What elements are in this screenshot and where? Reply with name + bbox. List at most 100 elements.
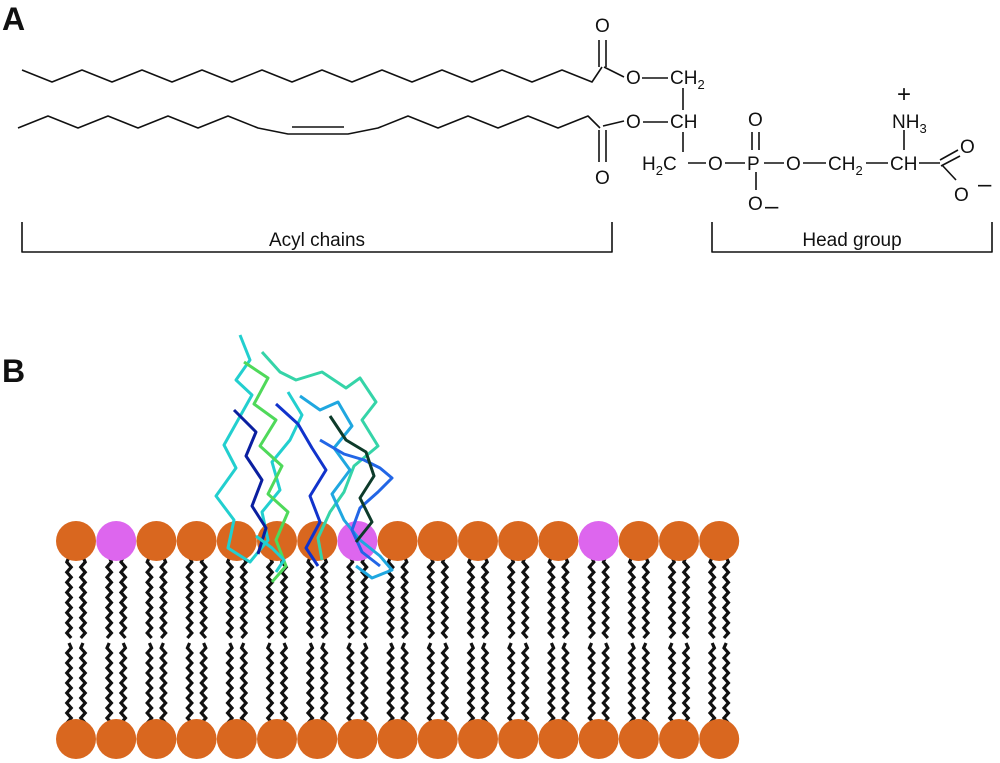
lipid-head <box>659 719 699 759</box>
phosphate-negative-charge: – <box>765 193 779 220</box>
lipid-tail <box>199 642 208 725</box>
serine-ch2: CH2 <box>828 154 863 178</box>
lipid-tail <box>185 556 194 640</box>
lipid-tail <box>159 642 168 725</box>
glycerol-ch2-bottom: H2C <box>642 154 677 178</box>
head-group-label: Head group <box>802 230 901 251</box>
protein-strand <box>232 408 268 555</box>
lipid-tail <box>118 556 128 640</box>
phosphate-oxygen-double: O <box>748 110 763 131</box>
lipid-tail <box>360 642 369 725</box>
lipid-head <box>618 521 659 561</box>
lipid-head <box>699 521 740 561</box>
lipid-head <box>377 719 418 759</box>
phosphatidylserine-head <box>578 521 619 561</box>
lipid-tail <box>239 642 249 725</box>
lipid-tail <box>561 556 570 640</box>
lipid-tail <box>587 556 596 640</box>
lipid-tail <box>279 642 289 725</box>
lipid-tail <box>707 556 717 640</box>
carboxyl-negative-charge: – <box>978 171 992 198</box>
lipid-tail <box>145 642 154 725</box>
lipid-tail <box>118 642 128 725</box>
lipid-head <box>538 521 579 561</box>
phosphatidylserine-head <box>96 521 137 561</box>
lipid-head <box>538 719 579 759</box>
lipid-tail <box>681 556 691 640</box>
lipid-tail <box>520 556 530 640</box>
lipid-head <box>578 719 619 759</box>
protein-strand <box>260 350 380 561</box>
ester-oxygen-bottom: O <box>626 112 641 133</box>
protein-backbone-trace <box>214 334 394 583</box>
lipid-tail <box>265 642 275 725</box>
lipid-tail <box>641 642 651 725</box>
lipid-tail <box>305 556 315 640</box>
protein-strand <box>274 402 328 567</box>
lipid-tail <box>466 642 476 725</box>
lipid-head <box>337 719 378 759</box>
lipid-tail <box>627 556 637 640</box>
lipid-tail <box>225 556 235 640</box>
unsaturated-acyl-chain <box>17 115 601 135</box>
lipid-head <box>216 719 257 759</box>
lipid-tail <box>64 642 74 725</box>
glycerol-ch2-top: CH2 <box>670 68 705 92</box>
lipid-tail <box>480 556 490 640</box>
lipid-tail <box>426 642 436 725</box>
lipid-tail <box>721 556 731 640</box>
lipid-head <box>216 521 257 561</box>
lipid-tail <box>305 642 315 725</box>
lipid-head <box>618 719 659 759</box>
lipid-tail <box>707 642 717 725</box>
lipid-tail <box>199 556 208 640</box>
lipid-tail <box>104 642 114 725</box>
amino-group: NH3 <box>892 112 927 136</box>
lipid-tail <box>440 642 450 725</box>
phosphate-oxygen-anion: O <box>748 194 763 215</box>
protein-strand <box>299 394 394 580</box>
lipid-tail <box>547 556 556 640</box>
phosphorus: P <box>747 154 760 175</box>
lipid-tail <box>185 642 194 725</box>
phosphatidylserine-structure: O O CH2 O CH O H2C O P O O – O CH2 CH <box>17 16 992 220</box>
lipid-tail <box>360 556 369 640</box>
protein-strand <box>328 415 376 543</box>
lipid-tail <box>426 556 436 640</box>
panel-label-b: B <box>2 353 25 389</box>
glycerol-ch: CH <box>670 112 697 133</box>
carboxyl-oxygen-double: O <box>960 137 975 158</box>
serine-oxygen: O <box>786 154 801 175</box>
lipid-head <box>136 521 177 561</box>
lipid-tail <box>547 642 556 725</box>
lipid-tail <box>641 556 651 640</box>
lipid-tail <box>104 556 114 640</box>
lipid-tail <box>520 642 530 725</box>
lipid-tail <box>480 642 490 725</box>
lipid-tail <box>319 556 329 640</box>
lipid-head <box>96 719 137 759</box>
lipid-head <box>458 521 498 561</box>
lipid-head <box>458 719 498 759</box>
protein-strand <box>255 534 286 573</box>
lipid-tail <box>400 556 409 640</box>
lipid-tail <box>159 556 168 640</box>
lipid-tail <box>440 556 450 640</box>
acyl-chains-label: Acyl chains <box>269 230 365 251</box>
lipid-tail <box>239 556 249 640</box>
lipid-head <box>136 719 177 759</box>
lipid-tail <box>601 642 610 725</box>
lipid-tail <box>587 642 596 725</box>
lipid-head <box>257 719 297 759</box>
lipid-tails <box>64 556 731 725</box>
lipid-tail <box>386 642 395 725</box>
bracket-head-group: Head group <box>711 222 993 253</box>
lipid-head <box>498 719 539 759</box>
lipid-head <box>699 719 740 759</box>
lipid-tail <box>346 642 355 725</box>
lipid-tail <box>78 556 88 640</box>
lipid-tail <box>506 556 516 640</box>
lipid-head <box>498 521 539 561</box>
lipid-head <box>56 719 96 759</box>
lipid-tail <box>225 642 235 725</box>
